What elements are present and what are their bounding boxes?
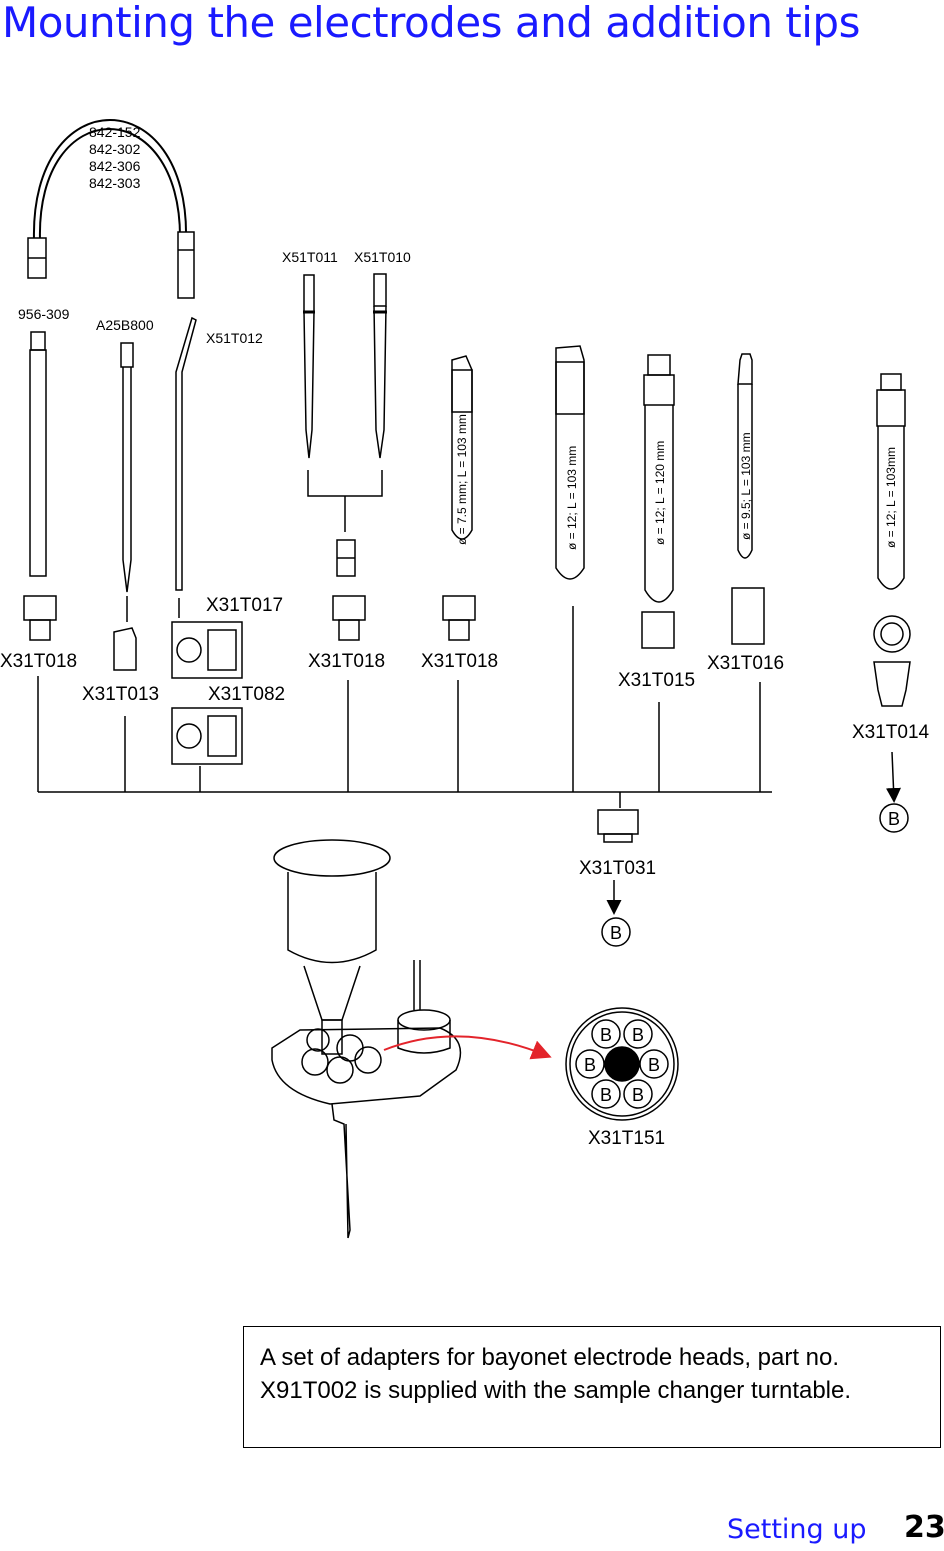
label-x51t010: X51T010 [354, 249, 411, 265]
footer-section: Setting up [727, 1514, 867, 1545]
label-x31t014: X31T014 [852, 722, 930, 743]
adapter-x31t013 [113, 627, 137, 671]
adapter-x31t031 [597, 809, 639, 843]
label-x31t017: X31T017 [206, 595, 283, 616]
adapter-x31t017 [171, 621, 243, 679]
page-number: 23 [904, 1510, 944, 1545]
label-x31t015: X31T015 [618, 670, 695, 691]
b-label-1: B [610, 923, 622, 943]
b-marker-1 [601, 917, 631, 947]
tip-x51t011 [303, 274, 315, 459]
adapter-x31t018-a [23, 595, 57, 641]
electrode-12mm-103b [876, 373, 906, 590]
rotor-b-3: B [584, 1055, 596, 1075]
tip-x51t010 [373, 273, 387, 459]
rotor-b-6: B [632, 1085, 644, 1105]
dim-9-5mm: ø = 9.5; L = 103 mm [739, 432, 753, 540]
rotor-b-1: B [600, 1025, 612, 1045]
adapter-x31t018-b [332, 595, 366, 641]
electrode-956-309 [29, 331, 47, 577]
label-x31t018-a: X31T018 [0, 651, 77, 672]
label-x31t016: X31T016 [707, 653, 784, 674]
label-x51t011: X51T011 [282, 249, 338, 265]
label-956-309: 956-309 [18, 306, 70, 322]
dim-7-5mm: ø = 7.5 mm; L = 103 mm [455, 414, 469, 545]
electrode-a25b800 [120, 342, 134, 593]
dim-12mm-103b: ø = 12; L = 103mm [884, 447, 898, 548]
label-x31t031: X31T031 [579, 858, 656, 879]
rotor-b-2: B [632, 1025, 644, 1045]
label-a25b800: A25B800 [96, 317, 154, 333]
dim-12mm-120: ø = 12; L = 120 mm [653, 441, 667, 545]
red-arrow [383, 1035, 552, 1060]
electrode-12mm-120 [643, 354, 675, 603]
adapter-small [336, 539, 356, 577]
connector-bracket [307, 470, 383, 532]
cable-part-4: 842-303 [89, 175, 141, 191]
electrode-12mm-103 [555, 345, 585, 580]
label-x31t082: X31T082 [208, 684, 285, 705]
tip-x51t012 [175, 316, 197, 591]
arrow-x31t014 [886, 751, 901, 803]
sample-changer-tower [271, 839, 462, 1239]
cable-part-1: 842-152 [89, 124, 141, 140]
adapter-x31t082 [171, 707, 243, 765]
b-marker-2 [879, 803, 909, 833]
adapter-x31t018-c [442, 595, 476, 641]
adapter-x31t014 [873, 615, 911, 707]
rotor-x31t151 [565, 1007, 679, 1121]
rotor-b-4: B [648, 1055, 660, 1075]
cable-part-2: 842-302 [89, 141, 141, 157]
adapter-x31t016 [731, 587, 765, 645]
dim-12mm-103: ø = 12; L = 103 mm [565, 446, 579, 550]
electrode-9-5mm [737, 353, 753, 559]
label-x31t018-c: X31T018 [421, 651, 498, 672]
label-x31t151: X31T151 [588, 1128, 665, 1149]
page-title: Mounting the electrodes and addition tip… [2, 0, 860, 47]
electrode-7-5mm [451, 355, 473, 540]
adapter-note: A set of adapters for bayonet electrode … [243, 1326, 941, 1448]
cable-part-3: 842-306 [89, 158, 141, 174]
b-label-2: B [888, 809, 900, 829]
electrode-mounting-diagram: 842-152 842-302 842-306 842-303 956-309 … [0, 119, 930, 1239]
leader-lines [37, 596, 772, 808]
label-x51t012: X51T012 [206, 330, 263, 346]
label-x31t018-b: X31T018 [308, 651, 385, 672]
label-x31t013: X31T013 [82, 684, 159, 705]
rotor-b-5: B [600, 1085, 612, 1105]
adapter-x31t015 [641, 611, 675, 649]
electrode-cable [27, 119, 195, 299]
